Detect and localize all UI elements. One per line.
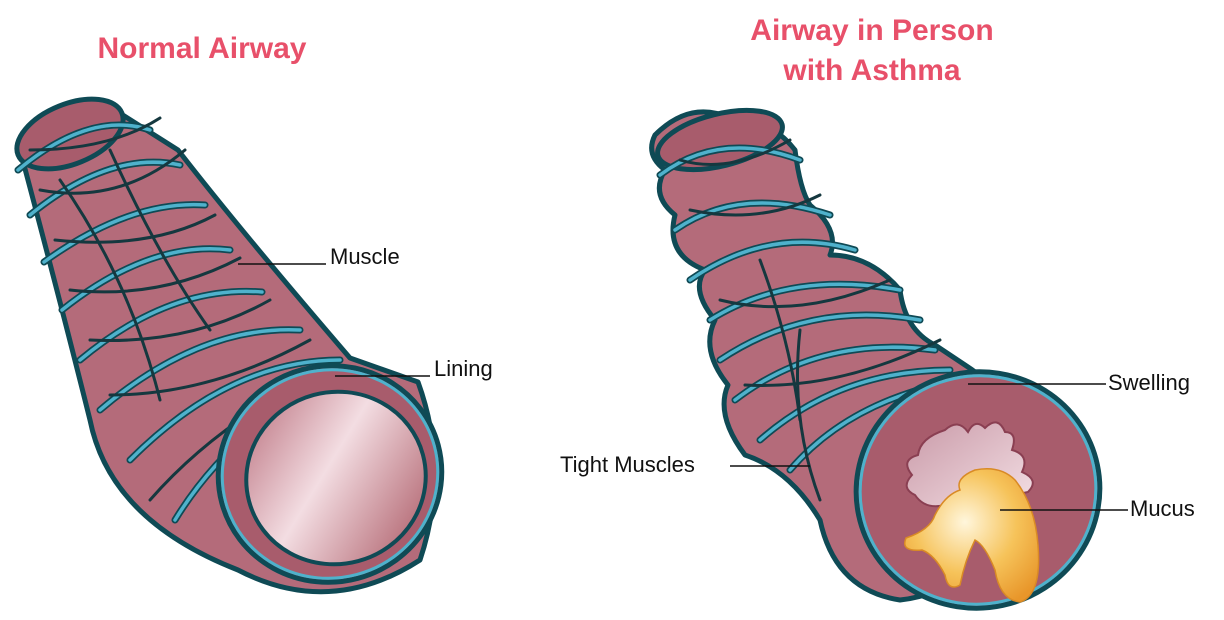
swelling-label: Swelling: [1108, 370, 1190, 395]
asthma-airway-figure: Airway in Person with Asthma: [560, 14, 1195, 620]
asthma-airway-title-line1: Airway in Person: [750, 14, 993, 47]
mucus-label: Mucus: [1130, 496, 1195, 521]
lining-label: Lining: [434, 356, 493, 381]
muscle-label: Muscle: [330, 244, 400, 269]
tight-muscles-label: Tight Muscles: [560, 452, 695, 477]
asthma-airway-title-line2: with Asthma: [782, 54, 961, 87]
normal-airway-figure: Normal Airway: [7, 32, 493, 607]
normal-airway-title: Normal Airway: [98, 32, 307, 65]
